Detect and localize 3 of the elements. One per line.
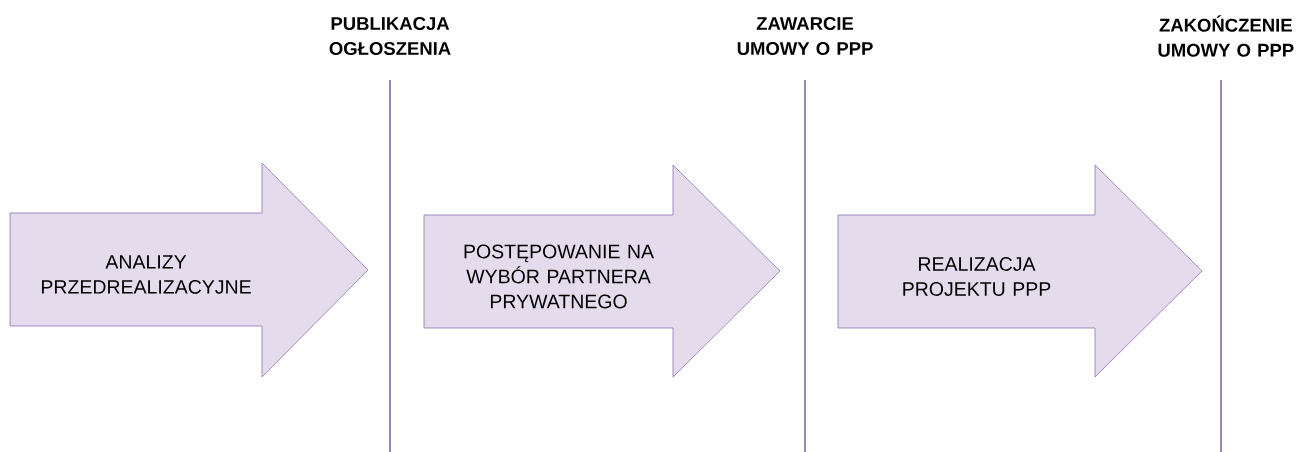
milestone-label: PUBLIKACJA OGŁOSZENIA xyxy=(329,16,451,56)
milestone-label: ZAKOŃCZENIE UMOWY O PPP xyxy=(1158,15,1294,57)
milestone-label: ZAWARCIE UMOWY O PPP xyxy=(737,16,873,56)
